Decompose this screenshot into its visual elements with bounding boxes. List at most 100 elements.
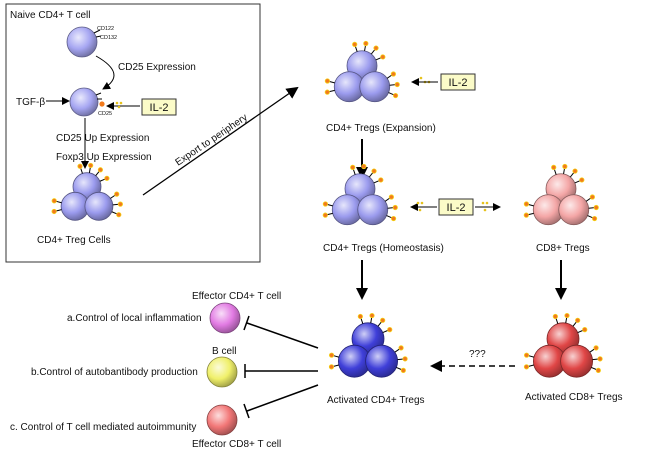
cd8-treg-label: CD8+ Tregs [536,243,590,254]
receptor-dot [322,212,328,218]
receptor-dot [523,352,530,358]
receptor-dot [582,327,588,333]
il2-box-panel [141,98,177,116]
receptor-dot [380,54,386,60]
receptor-dot [387,327,393,333]
receptor-dot [88,162,94,169]
receptor-dot [390,215,397,222]
receptor-dot [104,175,110,181]
naive-cd4-label: Naive CD4+ T cell [10,10,91,21]
receptor-dot [398,345,404,351]
cell-body [209,302,241,334]
receptor-dot [328,364,335,370]
receptor-dot [575,317,581,323]
inhibit-line-c [246,384,319,412]
receptor-stalk [587,215,594,219]
receptor-dot [392,92,399,99]
function-a-label: a.Control of local inflammation [67,313,202,324]
function-b-label: b.Control of autobantibody production [31,367,198,378]
receptor-dot [589,194,596,200]
effector-cd8-cell [206,404,238,436]
activated-cd4-label: Activated CD4+ Tregs [327,395,425,406]
receptor-dot [591,215,598,222]
receptor-dot [352,41,358,47]
cd25-expression-label: CD25 Expression [118,62,196,73]
effector-cd4-cell [209,302,241,334]
receptor-stalk [553,168,557,175]
receptor-stalk [95,170,100,177]
receptor-dot [400,367,406,373]
effector-cd4-label: Effector CD4+ T cell [192,291,281,302]
receptor-dot [523,201,530,207]
cell-body [69,87,99,117]
receptor-dot [595,367,601,373]
il2-dot [117,105,121,109]
cd25-expression-arrow [95,55,115,90]
cell-body [560,344,593,378]
export-arrow [142,86,299,196]
receptor-dot [51,208,57,215]
cell-body [365,344,399,378]
cd25-expressing-cell [69,87,99,117]
receptor-dot [51,198,57,204]
receptor-stalk [565,317,568,324]
cd25-up-expression-label: CD25 Up Expression [56,133,149,144]
receptor-dot [350,164,356,170]
receptor-dot [324,89,330,95]
il2-box-expansion-label: IL-2 [449,77,468,89]
receptor-dot [394,81,400,88]
receptor-stalk [55,209,62,212]
receptor-stalk [352,168,356,175]
export-label: Export to periphery [174,112,250,168]
receptor-dot [523,212,529,218]
receptor-stalk [591,366,598,371]
receptor-stalk [588,207,595,209]
cd132-receptor [95,35,102,38]
cell-body [206,356,238,388]
receptor-stalk [577,329,584,334]
receptor-dot [551,164,557,170]
receptor-dot [593,204,599,211]
cell-body [359,71,391,103]
receptor-dot [402,356,408,362]
receptor-dot [328,352,335,358]
receptor-dot [523,364,530,370]
cell-body [84,191,114,221]
thymus-panel-frame [5,3,261,263]
cd122-receptor [93,29,101,34]
receptor-dot [324,78,331,84]
il2-dot [419,76,423,80]
receptor-dot [114,191,120,197]
il2-box-expansion [440,73,476,91]
receptor-dot [572,168,578,174]
receptor-stalk [574,180,581,184]
il2-dot [418,208,422,212]
receptor-dot [77,163,83,169]
receptor-dot [597,356,603,362]
homeostasis-label: CD4+ Tregs (Homeostasis) [323,243,444,254]
receptor-dot [564,312,570,319]
inhibit-bar-a [243,315,250,331]
receptor-dot [357,313,363,320]
activated-cd4-treg-cluster [328,312,408,378]
cd25-small-label: CD25 [98,111,112,117]
il2-box-homeostasis-label: IL-2 [447,202,466,214]
receptor-dot [378,177,384,183]
inhibit-line-a [246,322,319,349]
receptor-stalk [99,178,106,182]
receptor-dot [97,167,104,173]
receptor-dot [392,204,398,211]
activated-cd8-treg-cluster [523,312,603,378]
receptor-stalk [386,74,393,79]
function-c-label: c. Control of T cell mediated autoimmuni… [10,422,196,433]
receptor-dot [373,45,379,51]
unknown-link-label: ??? [469,349,486,360]
il2-box-panel-label: IL-2 [150,102,169,114]
receptor-dot [369,312,375,319]
receptor-dot [562,163,568,170]
b-cell-label: B cell [212,346,236,357]
receptor-stalk [585,197,592,202]
inhibit-bar-c [243,403,250,419]
cell-body [206,404,238,436]
